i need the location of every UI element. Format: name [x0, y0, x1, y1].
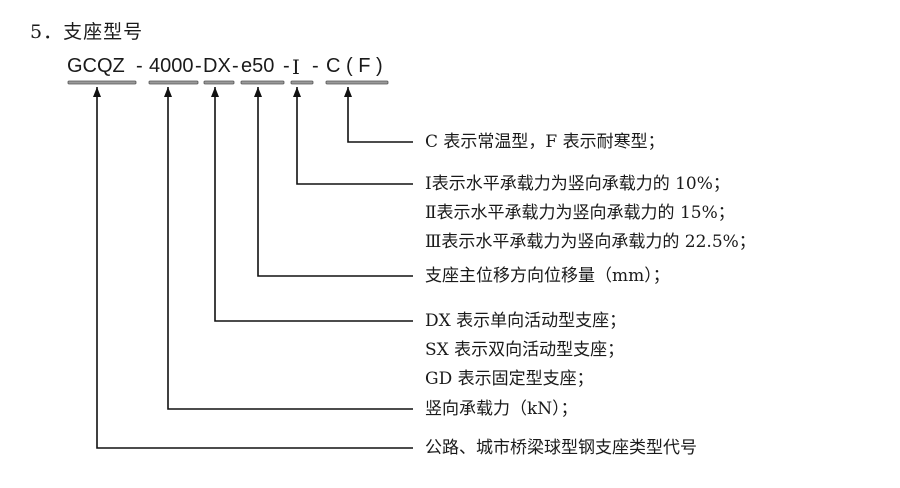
section-heading: 5．支座型号: [30, 21, 144, 43]
desc-temperature: C 表示常温型，F 表示耐寒型；: [425, 128, 665, 157]
desc-line: C 表示常温型，F 表示耐寒型；: [425, 132, 665, 152]
code-separator: -: [195, 55, 202, 77]
leader-type: [93, 87, 413, 449]
leader-direction: [211, 87, 413, 322]
underline-type: [67, 80, 137, 85]
code-segment-displacement: e50: [241, 55, 275, 77]
code-segment-type: GCQZ: [67, 55, 125, 77]
leader-displacement: [254, 87, 413, 277]
leader-temperature: [344, 87, 413, 143]
desc-line: Ⅱ表示水平承载力为竖向承载力的 15%；: [425, 203, 735, 223]
desc-line: 公路、城市桥梁球型钢支座类型代号: [425, 438, 697, 458]
desc-line: Ⅰ表示水平承载力为竖向承载力的 10%；: [425, 174, 730, 194]
code-separator: -: [283, 55, 290, 77]
desc-line: 竖向承载力（kN）；: [425, 399, 578, 419]
code-separator: -: [136, 55, 143, 77]
underline-direction: [203, 80, 235, 85]
desc-line: SX 表示双向活动型支座；: [425, 340, 625, 360]
code-segment-load: 4000: [149, 55, 194, 77]
desc-load: 竖向承载力（kN）；: [425, 395, 578, 424]
code-separator: -: [312, 55, 319, 77]
desc-line: Ⅲ表示水平承载力为竖向承载力的 22.5%；: [425, 232, 756, 252]
underline-horizontal: [290, 80, 314, 85]
code-segment-horizontal: Ⅰ: [292, 55, 300, 79]
desc-horizontal: Ⅰ表示水平承载力为竖向承载力的 10%； Ⅱ表示水平承载力为竖向承载力的 15%…: [425, 170, 756, 257]
code-segment-temperature: C ( F ): [326, 55, 383, 77]
desc-line: DX 表示单向活动型支座；: [425, 311, 627, 331]
underline-temperature: [325, 80, 389, 85]
desc-direction: DX 表示单向活动型支座； SX 表示双向活动型支座； GD 表示固定型支座；: [425, 307, 626, 394]
desc-displacement: 支座主位移方向位移量（mm）；: [425, 262, 670, 291]
code-separator: -: [232, 55, 239, 77]
code-segment-direction: DX: [203, 55, 231, 77]
underline-load: [148, 80, 199, 85]
underlines: [67, 80, 389, 85]
desc-type: 公路、城市桥梁球型钢支座类型代号: [425, 434, 697, 463]
desc-line: 支座主位移方向位移量（mm）；: [425, 266, 670, 286]
underline-displacement: [240, 80, 285, 85]
leader-load: [164, 87, 413, 410]
desc-line: GD 表示固定型支座；: [425, 369, 594, 389]
leader-horizontal: [293, 87, 413, 185]
